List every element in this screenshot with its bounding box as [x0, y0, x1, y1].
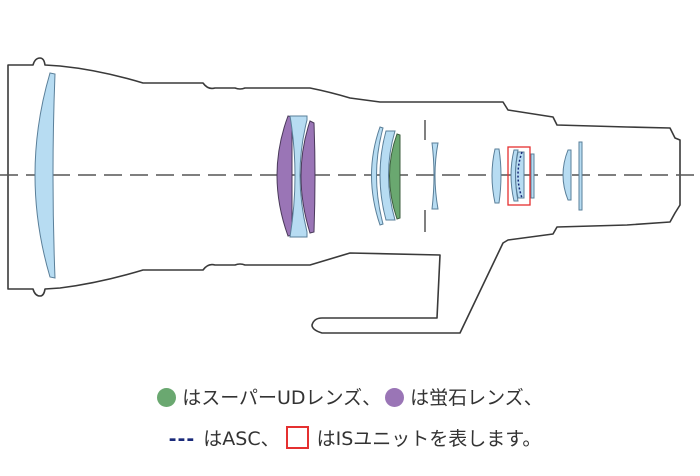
standard-lens-element-7 [530, 153, 535, 199]
standard-lens-element-5 [379, 130, 396, 221]
standard-lens-element-2 [289, 115, 308, 238]
super-ud-legend-text: はスーパーUDレンズ、 [182, 387, 382, 409]
legend-line-1: はスーパーUDレンズ、 は蛍石レンズ、 [0, 383, 700, 410]
standard-lens-element-4 [371, 126, 384, 226]
is-unit-legend-text: はISユニットを表します。 [316, 428, 542, 450]
fluorite-lens-element-3 [300, 120, 316, 234]
super-ud-lens-element [389, 133, 401, 220]
legend-line-2: --- はASC、 はISユニットを表します。 [0, 424, 700, 451]
standard-lens-element-8 [562, 149, 572, 201]
is-unit-legend-box-icon [285, 426, 309, 449]
asc-legend-dash-icon: --- [168, 428, 196, 450]
lens-barrel-outline [7, 57, 681, 334]
filter-plate [578, 141, 583, 211]
super-ud-legend-dot-icon [157, 388, 177, 407]
standard-lens-element-6 [491, 148, 502, 204]
fluorite-legend-text: は蛍石レンズ、 [410, 387, 543, 409]
is-unit-frame [507, 146, 531, 206]
asc-legend-text: はASC、 [203, 428, 280, 450]
fluorite-legend-dot-icon [385, 388, 405, 407]
focus-lens-element [431, 142, 439, 210]
fluorite-lens-element-1 [276, 115, 293, 237]
is-lens-element-2-asc [515, 151, 525, 199]
front-lens-element [34, 72, 56, 279]
